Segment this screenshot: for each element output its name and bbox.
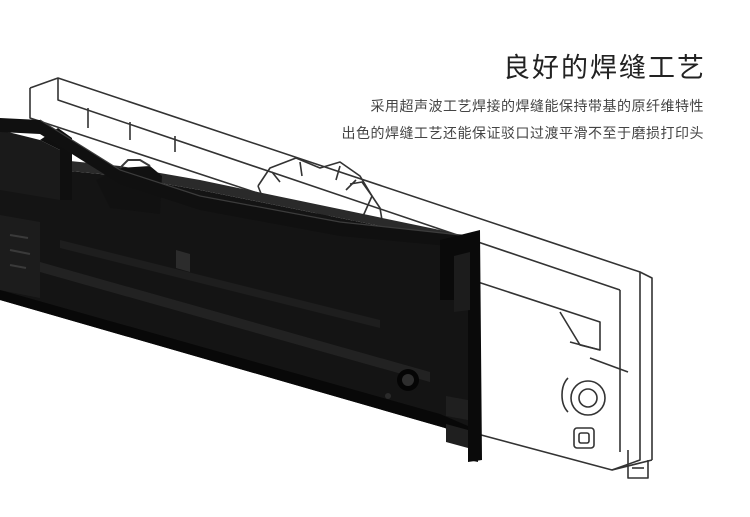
cartridge-outline-drawing: [29, 77, 653, 479]
feature-description-line: 出色的焊缝工艺还能保证驳口过渡平滑不至于磨损打印头: [341, 126, 704, 142]
ribbon-cartridge-photo: [0, 118, 482, 462]
feature-description-line: 采用超声波工艺焊接的焊缝能保持带基的原纤维特性: [370, 99, 704, 115]
feature-headline: 良好的焊缝工艺: [503, 53, 706, 84]
